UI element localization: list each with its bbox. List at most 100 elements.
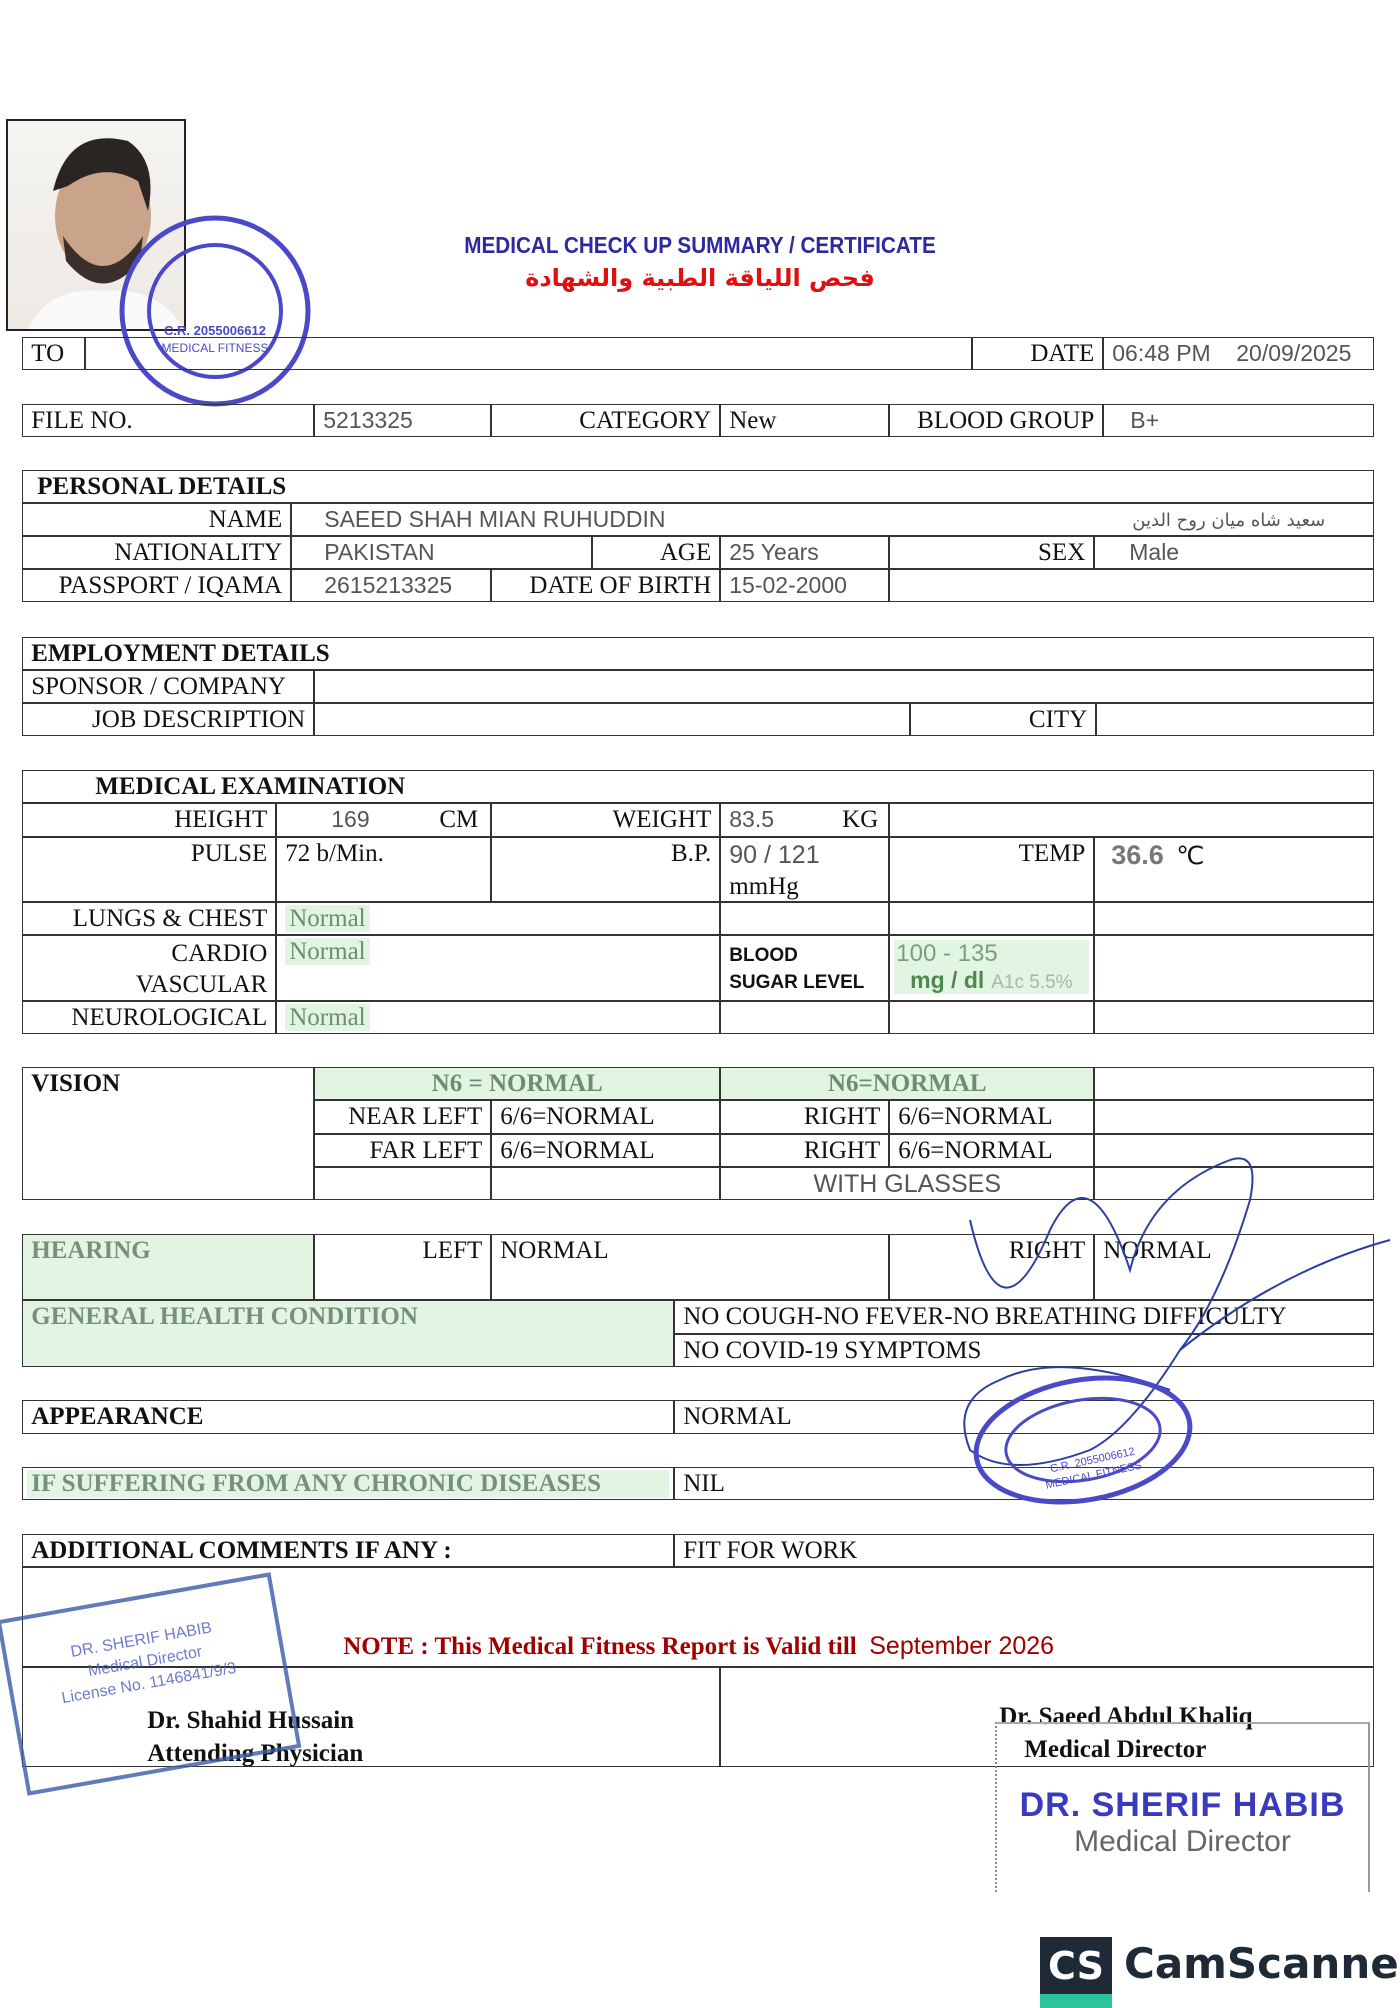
blank-cell [314,1167,492,1201]
vision-heading: VISION [22,1067,315,1201]
nationality-value: PAKISTAN [291,536,593,570]
to-label: TO [22,337,86,371]
name-arabic: سعيد شاه ميان روح الدين [1132,510,1326,532]
cardio-normal: Normal [285,938,370,966]
chronic-heading: IF SUFFERING FROM ANY CHRONIC DISEASES [22,1467,675,1501]
sugar-unit: mg / dl [910,967,985,994]
sponsor-field [314,670,1375,704]
date-value: 06:48 PM 20/09/2025 [1103,337,1375,371]
blood-group-label: BLOOD GROUP [889,404,1104,438]
height-label: HEIGHT [22,803,277,838]
job-label: JOB DESCRIPTION [22,703,315,737]
personal-details-heading: PERSONAL DETAILS [22,470,1375,504]
height-unit: CM [439,806,479,834]
sugar-label-line1: BLOOD [729,945,798,967]
blank-cell [1094,1167,1375,1201]
doctor-stamp-right: DR. SHERIF HABIB Medical Director [995,1722,1370,1892]
near-left-label: NEAR LEFT [314,1100,492,1135]
signature-scribble [963,1157,1391,1466]
stamp-doctor-title: Medical Director [1074,1825,1291,1858]
name-label: NAME [22,503,292,537]
dob-value: 15-02-2000 [720,569,890,603]
dob-label: DATE OF BIRTH [491,569,721,603]
applicant-photo [6,119,186,331]
blank-cell [1094,1067,1375,1101]
hearing-left-label: LEFT [314,1234,492,1301]
camscanner-brand: CamScanner [1124,1939,1400,1988]
validity-note: NOTE : This Medical Fitness Report is Va… [343,1632,1054,1661]
blank-cell [1094,1100,1375,1135]
near-left-value: 6/6=NORMAL [491,1100,721,1135]
physician-name: Dr. Shahid Hussain [147,1707,355,1735]
name-english: SAEED SHAH MIAN RUHUDDIN [324,506,666,533]
clinic-stamp-bottom: C.R. 2055006612 MEDICAL FITNESS [973,1375,1193,1505]
camscanner-badge: CS [1048,1944,1104,1988]
blank-cell [491,1167,721,1201]
blank-cell [1094,935,1375,1002]
far-left-value: 6/6=NORMAL [491,1134,721,1168]
city-label: CITY [910,703,1097,737]
far-right-value: 6/6=NORMAL [889,1134,1095,1168]
blank-cell [889,569,1375,603]
temp-value: 36.6 ℃ [1094,837,1375,903]
blank-cell [1094,1001,1375,1035]
job-field [314,703,911,737]
svg-text:MEDICAL FITNESS: MEDICAL FITNESS [162,341,269,355]
temp-unit: ℃ [1176,843,1205,871]
appearance-heading: APPEARANCE [22,1400,675,1435]
note-prefix: NOTE : This Medical Fitness Report is Va… [343,1633,857,1661]
weight-label: WEIGHT [491,803,721,838]
to-field[interactable] [85,337,973,371]
category-label: CATEGORY [491,404,721,438]
blank-cell [889,803,1375,838]
note-valid-until: September 2026 [869,1632,1055,1661]
neuro-normal: Normal [285,1004,370,1032]
sex-value: Male [1094,536,1375,570]
passport-label: PASSPORT / IQAMA [22,569,292,603]
cardio-value: Normal [276,935,721,1002]
neuro-value: Normal [276,1001,721,1035]
near-right-value: 6/6=NORMAL [889,1100,1095,1135]
sugar-label-line2: SUGAR LEVEL [729,972,865,994]
general-health-line2: NO COVID-19 SYMPTOMS [674,1334,1375,1368]
city-field [1096,703,1375,737]
cardio-label-line2: VASCULAR [135,971,268,999]
file-no-label: FILE NO. [22,404,315,438]
medical-heading: MEDICAL EXAMINATION [22,770,1375,804]
age-value: 25 Years [720,536,890,570]
near-right-label: RIGHT [720,1100,890,1135]
bp-label: B.P. [491,837,721,903]
camscanner-logo: CS [1040,1937,1112,2008]
hearing-left-value: NORMAL [491,1234,890,1301]
director-title: Medical Director [1024,1736,1207,1764]
hearing-heading: HEARING [22,1234,315,1301]
comments-heading: ADDITIONAL COMMENTS IF ANY : [22,1534,675,1568]
blank-cell [720,902,890,936]
name-value: SAEED SHAH MIAN RUHUDDIN سعيد شاه ميان رو… [291,503,1375,537]
appearance-value: NORMAL [674,1400,1375,1435]
pulse-value: 72 b/Min. [276,837,492,903]
category-value: New [720,404,890,438]
date-text: 20/09/2025 [1236,340,1352,367]
blank-cell [1094,1134,1375,1168]
svg-text:C.R. 2055006612: C.R. 2055006612 [164,323,266,338]
neuro-label: NEUROLOGICAL [22,1001,277,1035]
n6-left: N6 = NORMAL [314,1067,721,1101]
weight-unit: KG [842,806,879,834]
medical-director-signature: Dr. Saeed Abdul Khaliq Medical Director [720,1667,1375,1768]
person-photo-icon [28,138,184,329]
nationality-label: NATIONALITY [22,536,292,570]
hearing-right-value: NORMAL [1094,1234,1375,1301]
chronic-heading-text: IF SUFFERING FROM ANY CHRONIC DISEASES [27,1470,670,1499]
age-label: AGE [592,536,721,570]
bp-number: 90 / 121 [729,841,820,870]
passport-value: 2615213325 [291,569,492,603]
sugar-range: 100 - 135 [896,940,998,968]
blank-cell [889,902,1095,936]
far-right-label: RIGHT [720,1134,890,1168]
